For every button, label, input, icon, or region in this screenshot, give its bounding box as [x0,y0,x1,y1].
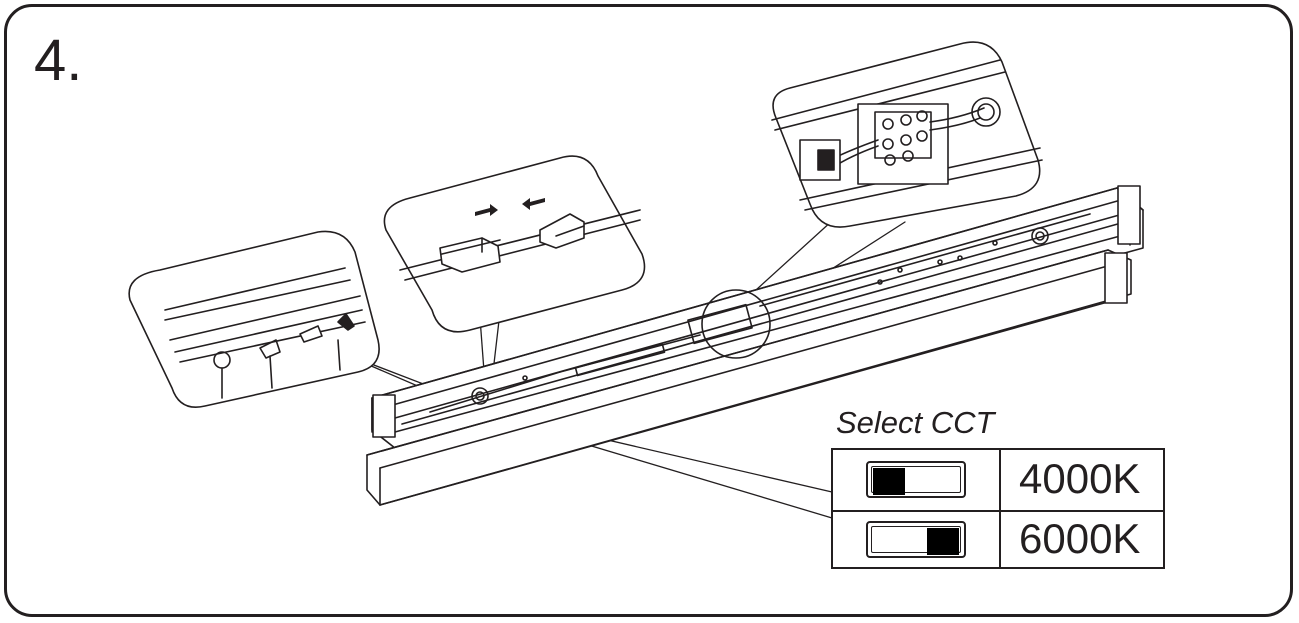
fixture-channel [371,185,1144,453]
callout-mounting-detail [128,230,380,408]
callout-connector-detail [383,155,646,333]
instruction-frame [4,4,1293,617]
switch-knob [927,528,959,555]
cct-row-6000k: 6000K [833,510,1163,568]
step-number: 4. [34,28,83,93]
switch-knob [873,468,905,495]
callout-terminal-detail [771,41,1043,228]
cct-column-divider [999,450,1001,567]
cct-switch-4000k[interactable] [866,461,966,498]
cct-title: Select CCT [836,405,995,440]
cct-row-4000k: 4000K [833,450,1163,512]
cct-selector-table: 4000K 6000K [831,448,1165,569]
cct-switch-6000k[interactable] [866,521,966,558]
diffuser-bar [366,249,1132,506]
cct-label-4000k: 4000K [1019,455,1141,502]
wiring-highlight-circle [701,289,771,359]
cct-label-6000k: 6000K [1019,515,1141,562]
